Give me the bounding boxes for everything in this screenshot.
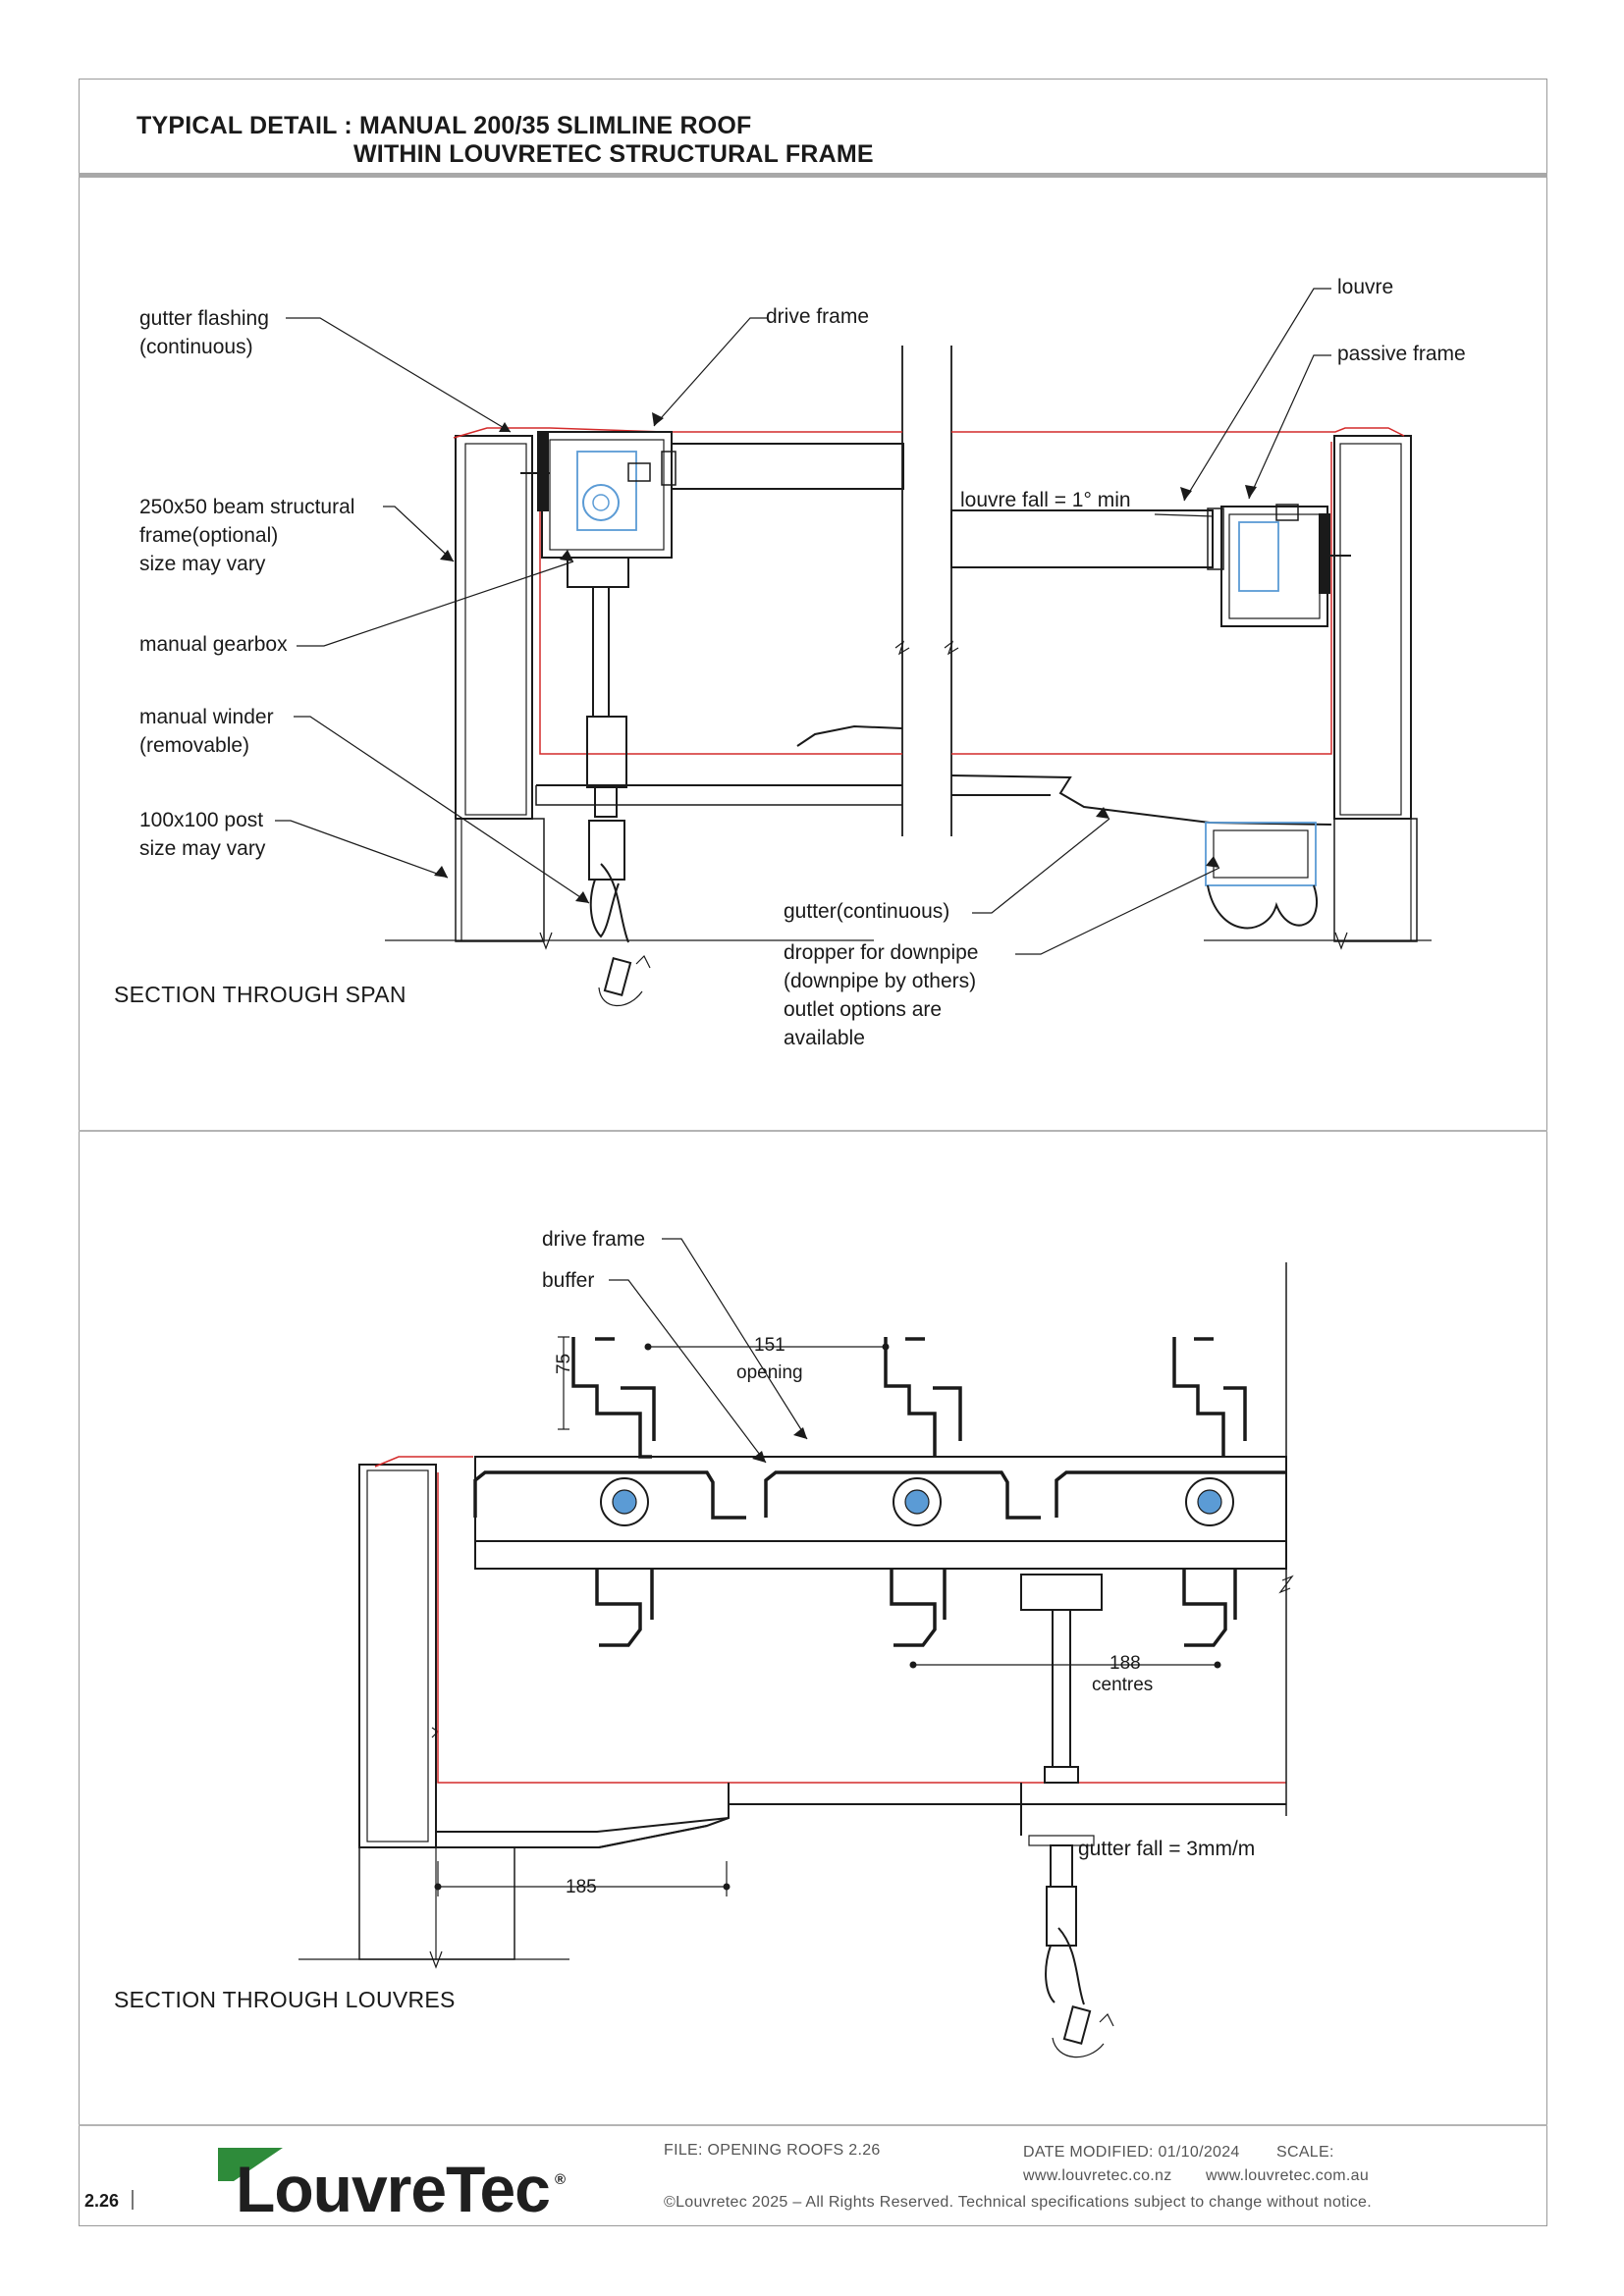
label-passive-frame: passive frame (1337, 343, 1466, 365)
span-dropper-downpipe (1205, 822, 1319, 930)
louvres-gearbox (1020, 1574, 1103, 1888)
span-red-flashing (453, 427, 1405, 755)
footer-date-modified: DATE MODIFIED: 01/10/2024 (1023, 2144, 1240, 2161)
dim-opening-label: opening (736, 1362, 803, 1383)
label-manual-gearbox: manual gearbox (139, 633, 288, 656)
span-arrowheads (434, 412, 1257, 903)
louvres-gutter (436, 1783, 1286, 1848)
louvres-blades (473, 1470, 1286, 1520)
span-louvre-right (950, 507, 1224, 570)
louvres-red-flashing (374, 1456, 1286, 1784)
span-gutter (950, 774, 1332, 826)
drawing-title-line1: TYPICAL DETAIL : MANUAL 200/35 SLIMLINE … (136, 112, 752, 139)
footer-file: FILE: OPENING ROOFS 2.26 (664, 2142, 881, 2159)
louvretec-logo: LouvreTec (236, 2153, 551, 2225)
span-gearbox-shaft (535, 587, 903, 818)
drawing-sheet-border (79, 79, 1547, 2226)
page-number-divider (132, 2190, 134, 2210)
louvres-arrowheads (752, 1427, 807, 1463)
louvres-dimension-dots (434, 1343, 1221, 1891)
louvretec-logo-mark (218, 2148, 283, 2181)
louvres-ground (298, 1950, 569, 1969)
label-buffer: buffer (542, 1269, 595, 1292)
louvres-manual-winder (1045, 1886, 1114, 2058)
span-louvre-left (661, 443, 904, 490)
span-passive-frame (1220, 504, 1351, 627)
label-dropper-downpipe: dropper for downpipe (downpipe by others… (784, 941, 979, 1049)
span-manual-winder (588, 820, 651, 1007)
span-drive-frame (520, 431, 673, 588)
label-drive-frame-louvres: drive frame (542, 1228, 646, 1251)
label-gutter-flashing: gutter flashing (continuous) (139, 307, 269, 358)
label-beam-structural-frame: 250x50 beam structural frame(optional) s… (139, 496, 355, 575)
logo-registered-mark: ® (555, 2171, 567, 2188)
dim-centres-value: 188 (1110, 1653, 1141, 1674)
louvres-dimension-lines (437, 1336, 1218, 1896)
dim-edge-value: 185 (566, 1877, 597, 1897)
caption-section-through-span: SECTION THROUGH SPAN (114, 982, 406, 1007)
caption-section-through-louvres: SECTION THROUGH LOUVRES (114, 1987, 456, 2012)
label-manual-winder: manual winder (removable) (139, 706, 274, 757)
span-right-post-beam (1333, 435, 1418, 942)
footer-divider (79, 2124, 1547, 2126)
drawing-title-line2: WITHIN LOUVRETEC STRUCTURAL FRAME (353, 140, 874, 168)
louvres-leader-lines (609, 1238, 808, 1464)
louvres-drive-clips (571, 1337, 1247, 1647)
footer-copyright: ©Louvretec 2025 – All Rights Reserved. T… (664, 2194, 1372, 2211)
label-gutter-fall: gutter fall = 3mm/m (1078, 1838, 1256, 1860)
span-leader-lines (275, 288, 1331, 955)
label-post: 100x100 post size may vary (139, 809, 266, 860)
label-gutter: gutter(continuous) (784, 900, 950, 923)
louvre-fall-leader (1154, 513, 1215, 517)
section-divider (79, 1130, 1547, 1132)
dim-opening-value: 151 (754, 1335, 785, 1356)
footer-scale: SCALE: (1276, 2144, 1334, 2161)
dim-centres-label: centres (1092, 1675, 1154, 1695)
footer-website-nz[interactable]: www.louvretec.co.nz (1023, 2167, 1172, 2184)
header-divider (79, 173, 1547, 178)
span-ground-lines (385, 932, 1432, 950)
footer-website-au[interactable]: www.louvretec.com.au (1206, 2167, 1370, 2184)
label-louvre-fall: louvre fall = 1° min (960, 489, 1131, 511)
span-break-lines (894, 346, 959, 836)
label-drive-frame: drive frame (766, 305, 870, 328)
dim-height-value: 75 (554, 1353, 574, 1374)
page-number: 2.26 (84, 2191, 120, 2211)
louvres-pivots (600, 1477, 1234, 1526)
span-left-post-beam (455, 435, 545, 942)
label-louvre: louvre (1337, 276, 1394, 298)
